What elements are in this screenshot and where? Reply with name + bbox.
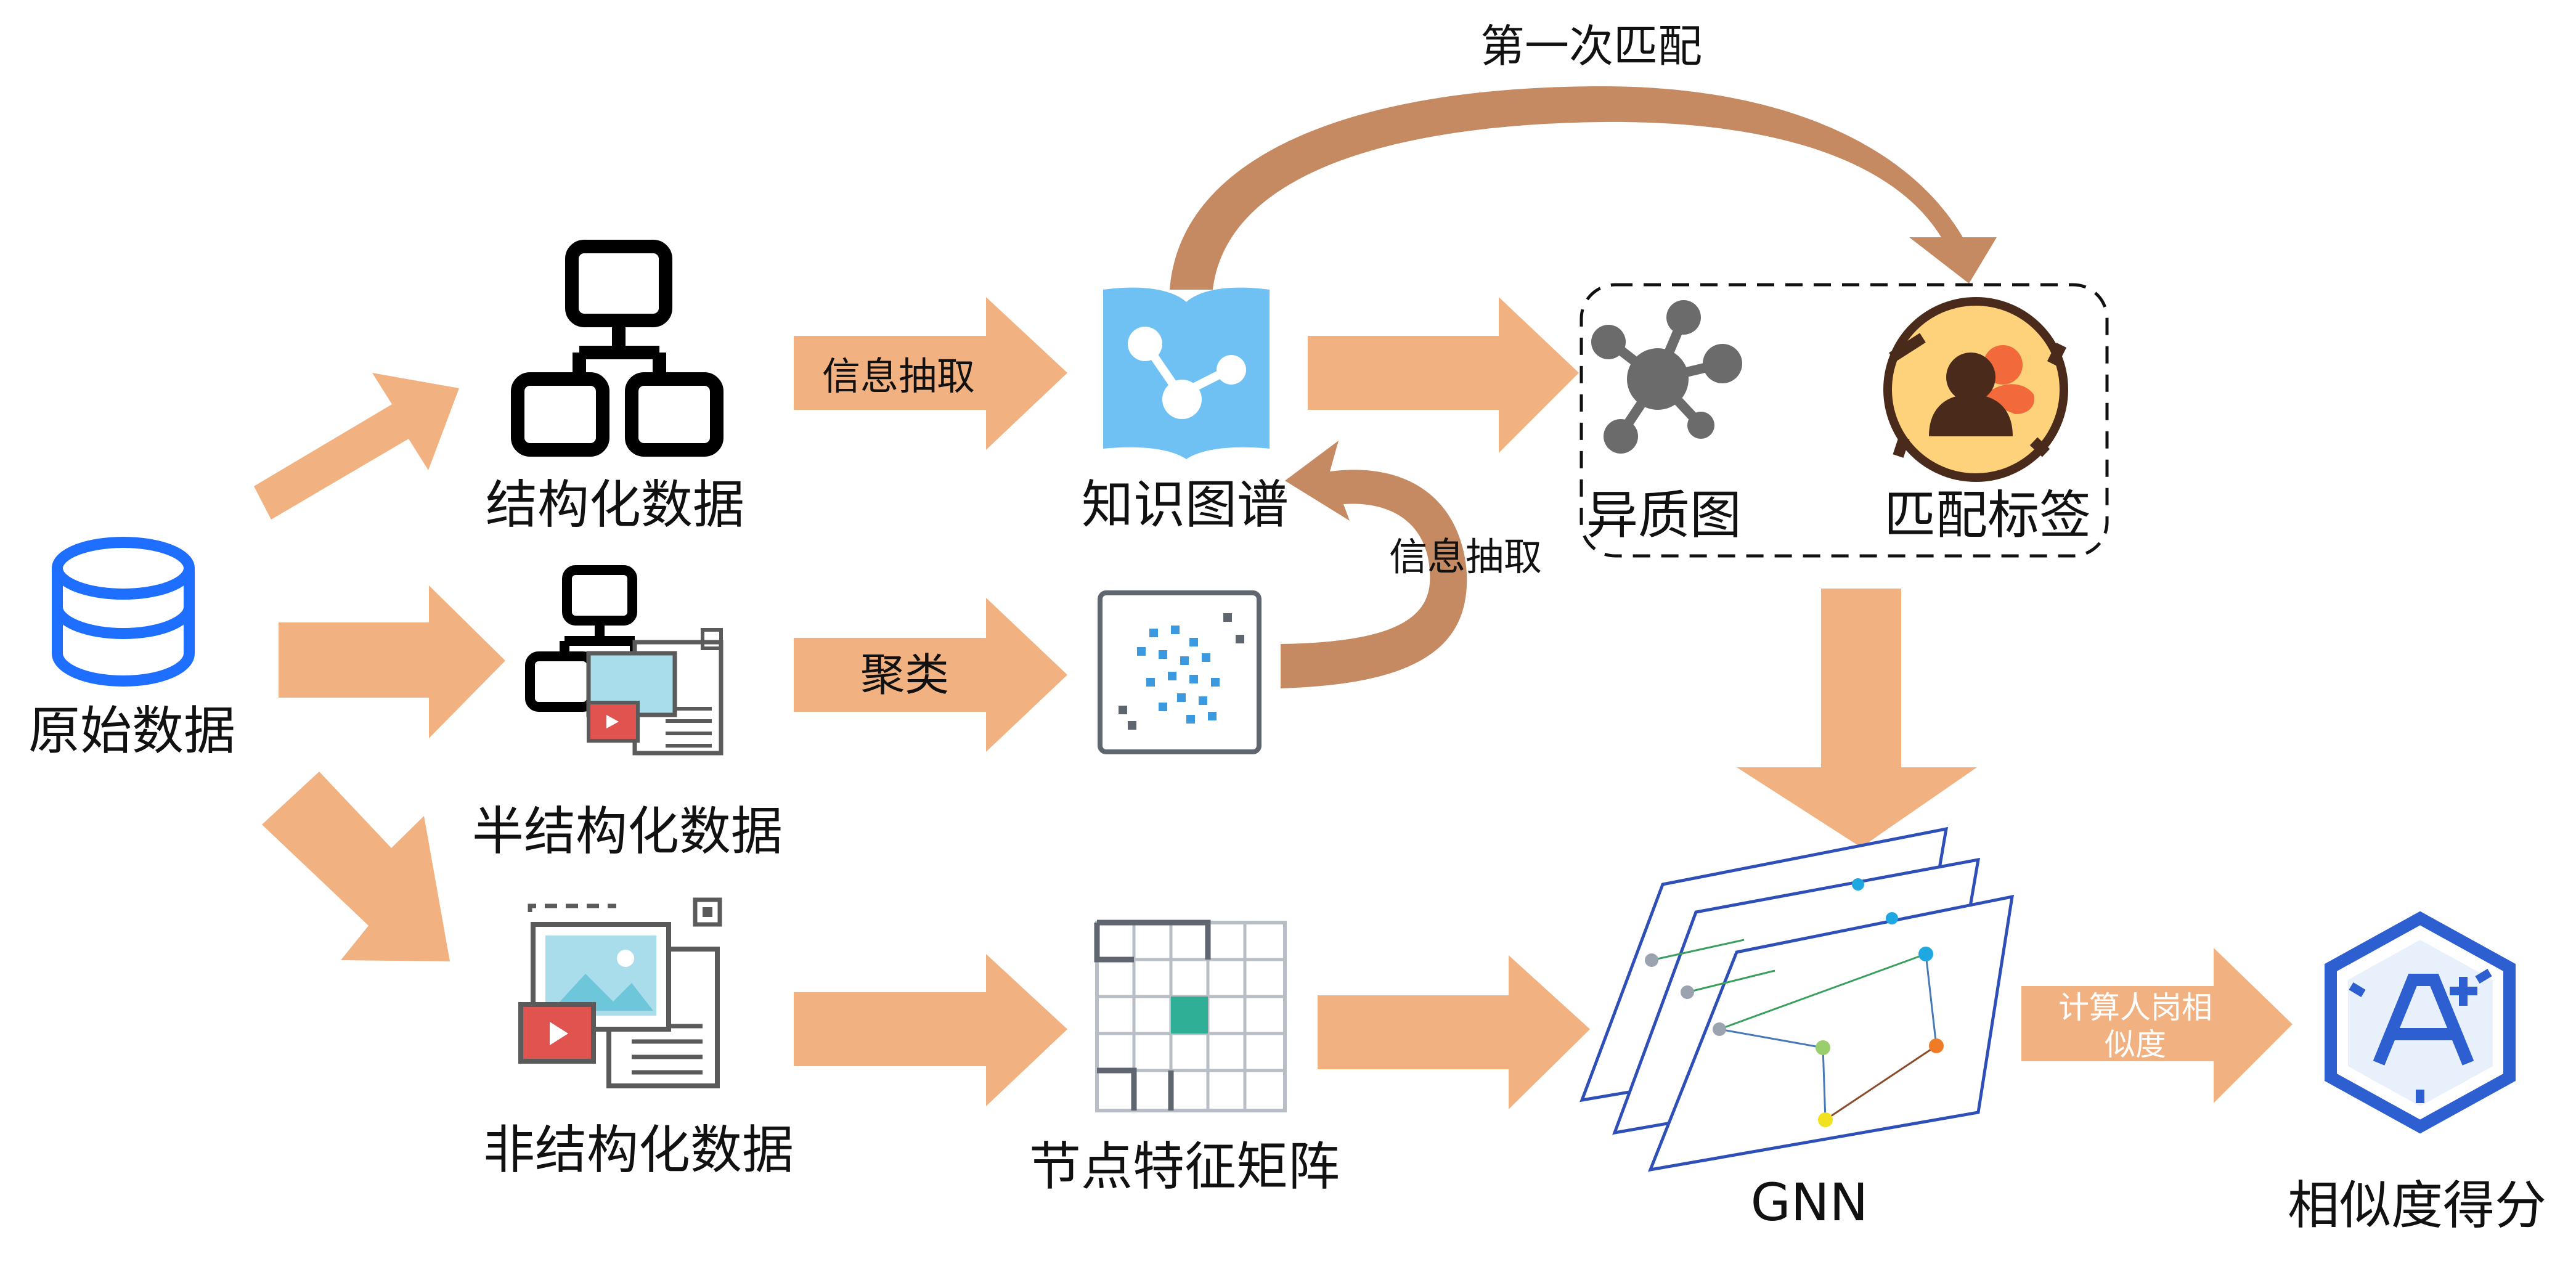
semi-structured-data-label: 半结构化数据	[472, 801, 783, 862]
score-label: 相似度得分	[2288, 1175, 2546, 1236]
arrow-first-match-curve	[1170, 86, 1997, 290]
compute-similarity-label-line1: 计算人岗相	[2058, 990, 2212, 1025]
arrow-unstructured-to-matrix	[794, 954, 1067, 1106]
match-label-label: 匹配标签	[1884, 485, 2091, 545]
arrow-raw-to-semi	[279, 585, 505, 738]
gnn-graph-edges	[1651, 939, 1938, 1121]
hetero-match-frame	[1579, 283, 2109, 558]
knowledge-graph-book-icon	[1103, 287, 1270, 459]
arrow-matrix-to-gnn	[1318, 955, 1590, 1109]
arrow-semi-to-cluster	[794, 598, 1067, 752]
arrow-raw-to-structured	[254, 373, 459, 520]
org-chart-icon	[511, 240, 723, 457]
raw-data-label: 原始数据	[28, 701, 235, 761]
media-document-icon	[518, 897, 722, 1088]
stacked-graph-planes-icon	[1579, 826, 2015, 1172]
arrow-cluster-to-kg-curve	[1281, 441, 1467, 688]
knowledge-graph-label: 知识图谱	[1082, 475, 1289, 535]
person-match-icon	[1883, 297, 2068, 482]
unstructured-data-label: 非结构化数据	[483, 1120, 794, 1180]
grid-matrix-icon	[1094, 919, 1287, 1112]
arrow-kg-to-hetero	[1308, 297, 1579, 453]
info-extract-label-curve: 信息抽取	[1389, 534, 1542, 579]
compute-similarity-label-line2: 似度	[2105, 1027, 2166, 1062]
org-chart-with-media-icon	[525, 565, 723, 756]
structured-data-label: 结构化数据	[486, 475, 744, 535]
feature-matrix-label: 节点特征矩阵	[1029, 1136, 1340, 1197]
arrow-structured-to-kg	[794, 297, 1067, 450]
network-node-icon	[1591, 300, 1742, 454]
scatter-cluster-icon	[1098, 590, 1262, 754]
arrow-gnn-to-score	[2021, 948, 2293, 1103]
hexagon-a-plus-icon	[2325, 911, 2516, 1134]
arrow-hetero-to-gnn	[1737, 589, 1977, 847]
database-icon	[52, 537, 195, 687]
first-match-label: 第一次匹配	[1480, 20, 1702, 72]
heterogeneous-graph-label: 异质图	[1586, 485, 1742, 545]
cluster-label: 聚类	[860, 649, 949, 701]
info-extract-label-top: 信息抽取	[822, 354, 975, 399]
gnn-label: GNN	[1751, 1172, 1869, 1233]
arrow-raw-to-unstructured	[262, 772, 450, 961]
gnn-graph-nodes	[1645, 878, 1944, 1127]
